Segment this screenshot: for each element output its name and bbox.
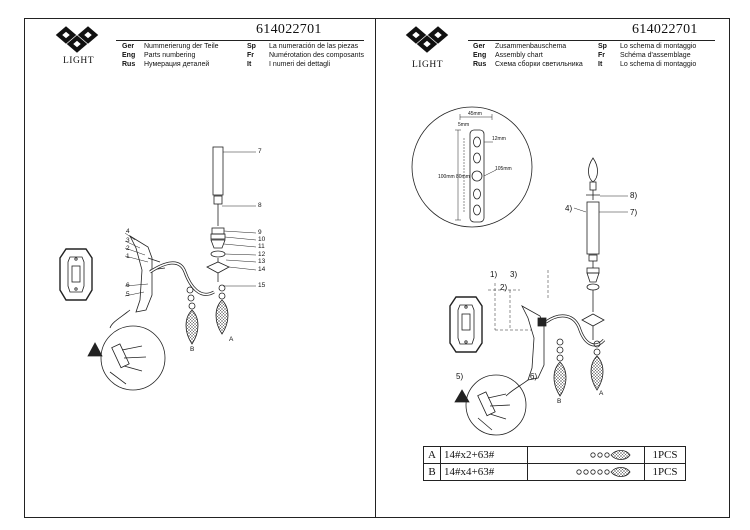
left-leaders [124, 151, 257, 297]
part-5: 5 [126, 291, 130, 298]
row-icon [527, 463, 645, 481]
dim-45mm: 45mm [468, 111, 482, 117]
left-pendants [185, 284, 229, 345]
pendant-a-label: A [599, 390, 604, 397]
part-14: 14 [258, 266, 266, 273]
right-candle-column [581, 157, 605, 340]
pendant-b-label: B [557, 398, 562, 405]
brand-name: LIGHT [412, 60, 443, 70]
pendant-a-label: A [229, 336, 234, 343]
part-7: 7 [258, 148, 262, 155]
part-4: 4 [126, 228, 130, 235]
left-arm [109, 234, 215, 329]
pendant-b-label: B [190, 346, 195, 353]
right-mounting-lines [488, 270, 549, 365]
part-1: 1 [126, 253, 130, 260]
page-frame [24, 18, 730, 518]
step-1: 1) [490, 270, 498, 279]
part-8: 8 [258, 202, 262, 209]
right-product-code: 614022701 [632, 22, 698, 37]
brand-name: LIGHT [63, 56, 94, 66]
step-4: 4) [565, 204, 573, 213]
right-leaders [573, 195, 628, 213]
row-spec: 14#x4+63# [440, 463, 528, 481]
brand-logo-icon [405, 26, 449, 54]
left-candle-column [206, 146, 230, 282]
dim-12mm: 12mm [492, 136, 506, 142]
part-11: 11 [258, 243, 265, 250]
dim-105mm: 105mm [495, 166, 512, 172]
part-12: 12 [258, 251, 266, 258]
part-3: 3 [126, 237, 130, 244]
right-bracket-detail [411, 106, 533, 228]
table-row: B 14#x4+63# 1PCS [423, 463, 686, 481]
row-id: A [423, 446, 441, 464]
dim-5mm: 5mm [458, 122, 470, 128]
right-wiring-detail [454, 374, 527, 436]
part-6: 6 [126, 282, 130, 289]
row-qty: 1PCS [644, 463, 686, 481]
step-8: 8) [630, 191, 638, 200]
step-5: 5) [456, 372, 464, 381]
row-spec: 14#x2+63# [440, 446, 528, 464]
page-divider [375, 18, 377, 518]
part-9: 9 [258, 229, 262, 236]
row-id: B [423, 463, 441, 481]
brand-logo-icon [55, 26, 99, 54]
row-icon [527, 446, 645, 464]
left-product-code: 614022701 [256, 22, 322, 37]
right-pendants [553, 338, 604, 397]
row-qty: 1PCS [644, 446, 686, 464]
dim-100mm: 100mm [438, 174, 455, 180]
step-7: 7) [630, 208, 638, 217]
part-13: 13 [258, 258, 266, 265]
step-6: 6) [530, 372, 538, 381]
left-wiring-detail [87, 325, 166, 391]
right-arm [505, 305, 606, 397]
dim-80mm: 80mm [456, 174, 470, 180]
right-header-rule [468, 40, 715, 41]
table-row: A 14#x2+63# 1PCS [423, 446, 686, 464]
part-2: 2 [126, 245, 130, 252]
right-wall-plate [449, 296, 483, 353]
part-10: 10 [258, 236, 266, 243]
step-2: 2) [500, 283, 508, 292]
left-wall-plate [59, 248, 93, 301]
part-15: 15 [258, 282, 266, 289]
left-header-rule [116, 40, 364, 41]
step-3: 3) [510, 270, 518, 279]
pendant-table: A 14#x2+63# 1PCS B 14#x4+63# 1PCS [423, 446, 686, 481]
